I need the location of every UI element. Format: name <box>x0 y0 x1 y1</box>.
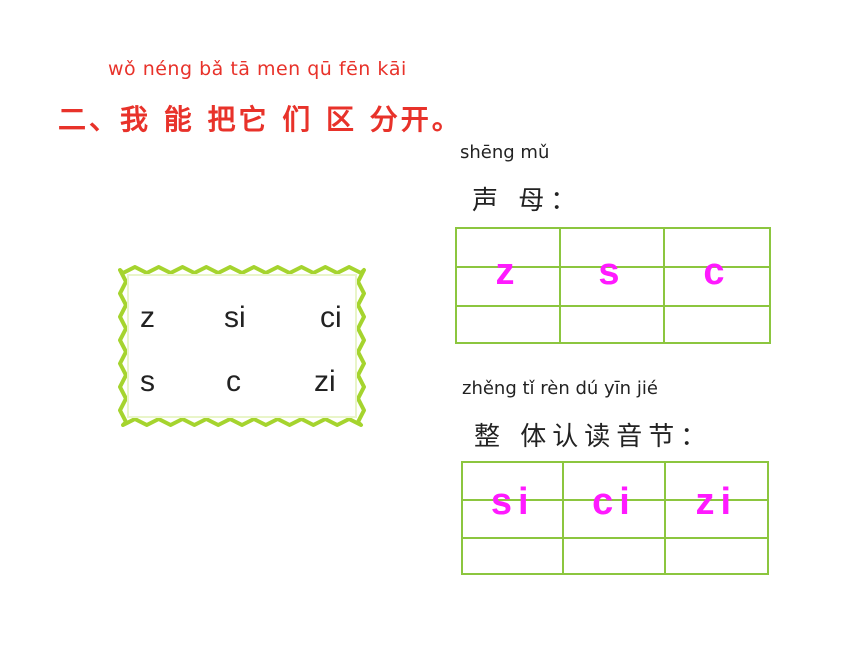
answer-z: z <box>495 251 521 293</box>
syllable-zi[interactable]: zi <box>314 365 336 398</box>
answer-si: si <box>490 481 535 523</box>
syllable-si[interactable]: si <box>224 301 246 334</box>
answer-c: c <box>703 251 731 293</box>
title-pinyin: wǒ néng bǎ tā men qū fēn kāi <box>108 58 407 80</box>
initials-answer-grid: z s c <box>455 227 771 344</box>
whole-syllables-answer-grid: si ci zi <box>461 461 769 575</box>
whole-syllables-cell[interactable]: zi <box>665 463 767 573</box>
whole-syllables-cell[interactable]: ci <box>564 463 666 573</box>
wavy-border-frame <box>118 265 366 427</box>
answer-zi: zi <box>695 481 738 523</box>
syllable-ci[interactable]: ci <box>320 301 342 334</box>
letter-c[interactable]: c <box>226 365 241 398</box>
initials-cell[interactable]: c <box>665 229 769 342</box>
initials-cell[interactable]: s <box>561 229 665 342</box>
exercise-title: 二、我 能 把它 们 区 分开。 <box>58 103 463 136</box>
letter-source-box: z si ci s c zi <box>118 265 366 427</box>
initials-label: 声 母： <box>472 186 583 216</box>
whole-syllables-cell[interactable]: si <box>463 463 565 573</box>
initials-cell[interactable]: z <box>457 229 561 342</box>
letter-z[interactable]: z <box>140 301 155 334</box>
initials-pinyin: shēng mǔ <box>460 142 550 163</box>
answer-ci: ci <box>592 481 636 523</box>
letter-s[interactable]: s <box>140 365 155 398</box>
whole-syllables-label: 整 体认读音节： <box>474 422 713 452</box>
whole-syllables-pinyin: zhěng tǐ rèn dú yīn jié <box>462 378 658 399</box>
answer-s: s <box>598 251 626 293</box>
